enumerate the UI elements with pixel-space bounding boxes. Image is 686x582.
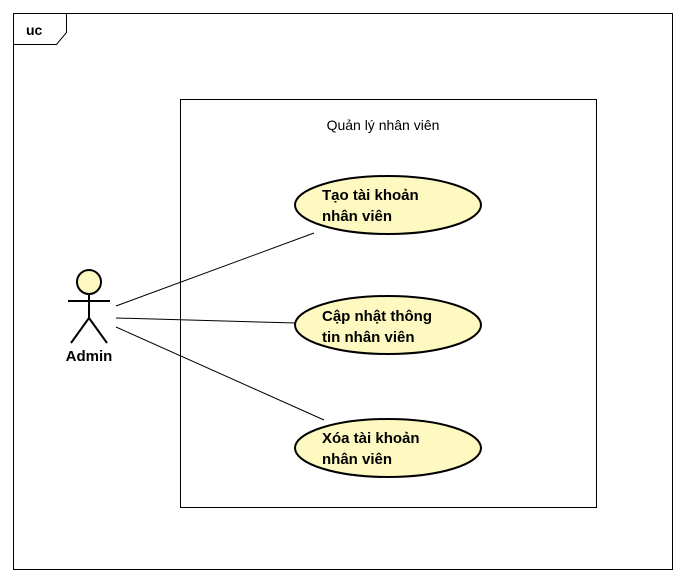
use-case-update-info[interactable]: Cập nhật thông tin nhân viên <box>294 295 482 355</box>
frame-tab <box>13 13 67 45</box>
use-case-delete-account[interactable]: Xóa tài khoản nhân viên <box>294 418 482 478</box>
stick-figure-icon <box>68 269 110 344</box>
actor-name: Admin <box>66 348 113 365</box>
actor-head <box>76 269 102 295</box>
use-case-line-1: Cập nhật thông <box>322 308 432 325</box>
use-case-ellipse <box>294 175 482 235</box>
use-case-ellipse <box>294 295 482 355</box>
association-line-2 <box>115 317 297 324</box>
use-case-line-1: Xóa tài khoản <box>322 430 420 447</box>
association-line-1 <box>115 232 315 307</box>
use-case-line-2: tin nhân viên <box>322 329 415 346</box>
actor-left-leg <box>70 317 90 344</box>
actor-right-leg <box>88 317 108 344</box>
frame-tag: uc <box>26 22 43 38</box>
use-case-create-account[interactable]: Tạo tài khoản nhân viên <box>294 175 482 235</box>
use-case-line-2: nhân viên <box>322 451 392 468</box>
use-case-ellipse <box>294 418 482 478</box>
use-case-line-2: nhân viên <box>322 208 392 225</box>
actor-admin[interactable]: Admin <box>66 269 113 365</box>
use-case-line-1: Tạo tài khoản <box>322 187 419 204</box>
system-name: Quản lý nhân viên <box>327 117 440 133</box>
association-line-3 <box>115 326 325 421</box>
